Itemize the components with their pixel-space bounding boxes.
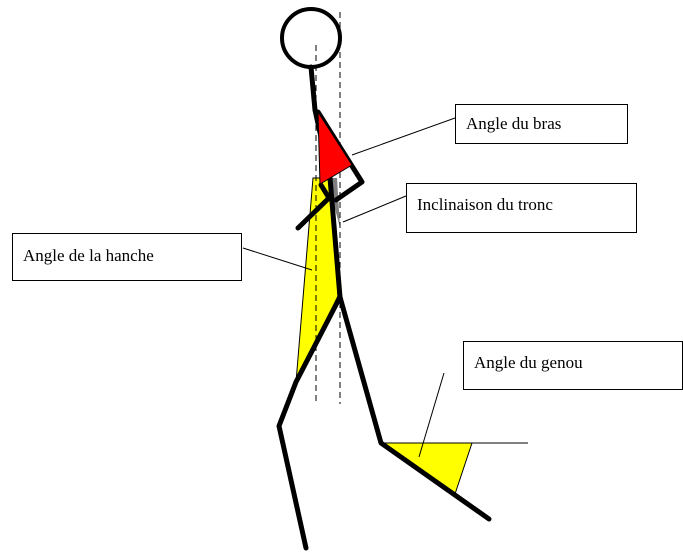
knee-angle-label: Angle du genou bbox=[463, 341, 683, 390]
neck bbox=[311, 67, 315, 110]
arm-angle-label: Angle du bras bbox=[455, 104, 628, 144]
arm-leader bbox=[352, 118, 455, 155]
trunk-leader bbox=[343, 196, 406, 222]
trunk-inclination-label: Inclinaison du tronc bbox=[406, 183, 637, 233]
near-leg bbox=[340, 297, 489, 519]
head bbox=[282, 9, 340, 67]
hip-leader bbox=[243, 248, 312, 270]
hip-angle-label: Angle de la hanche bbox=[12, 233, 242, 281]
arm-angle-region bbox=[318, 112, 352, 184]
